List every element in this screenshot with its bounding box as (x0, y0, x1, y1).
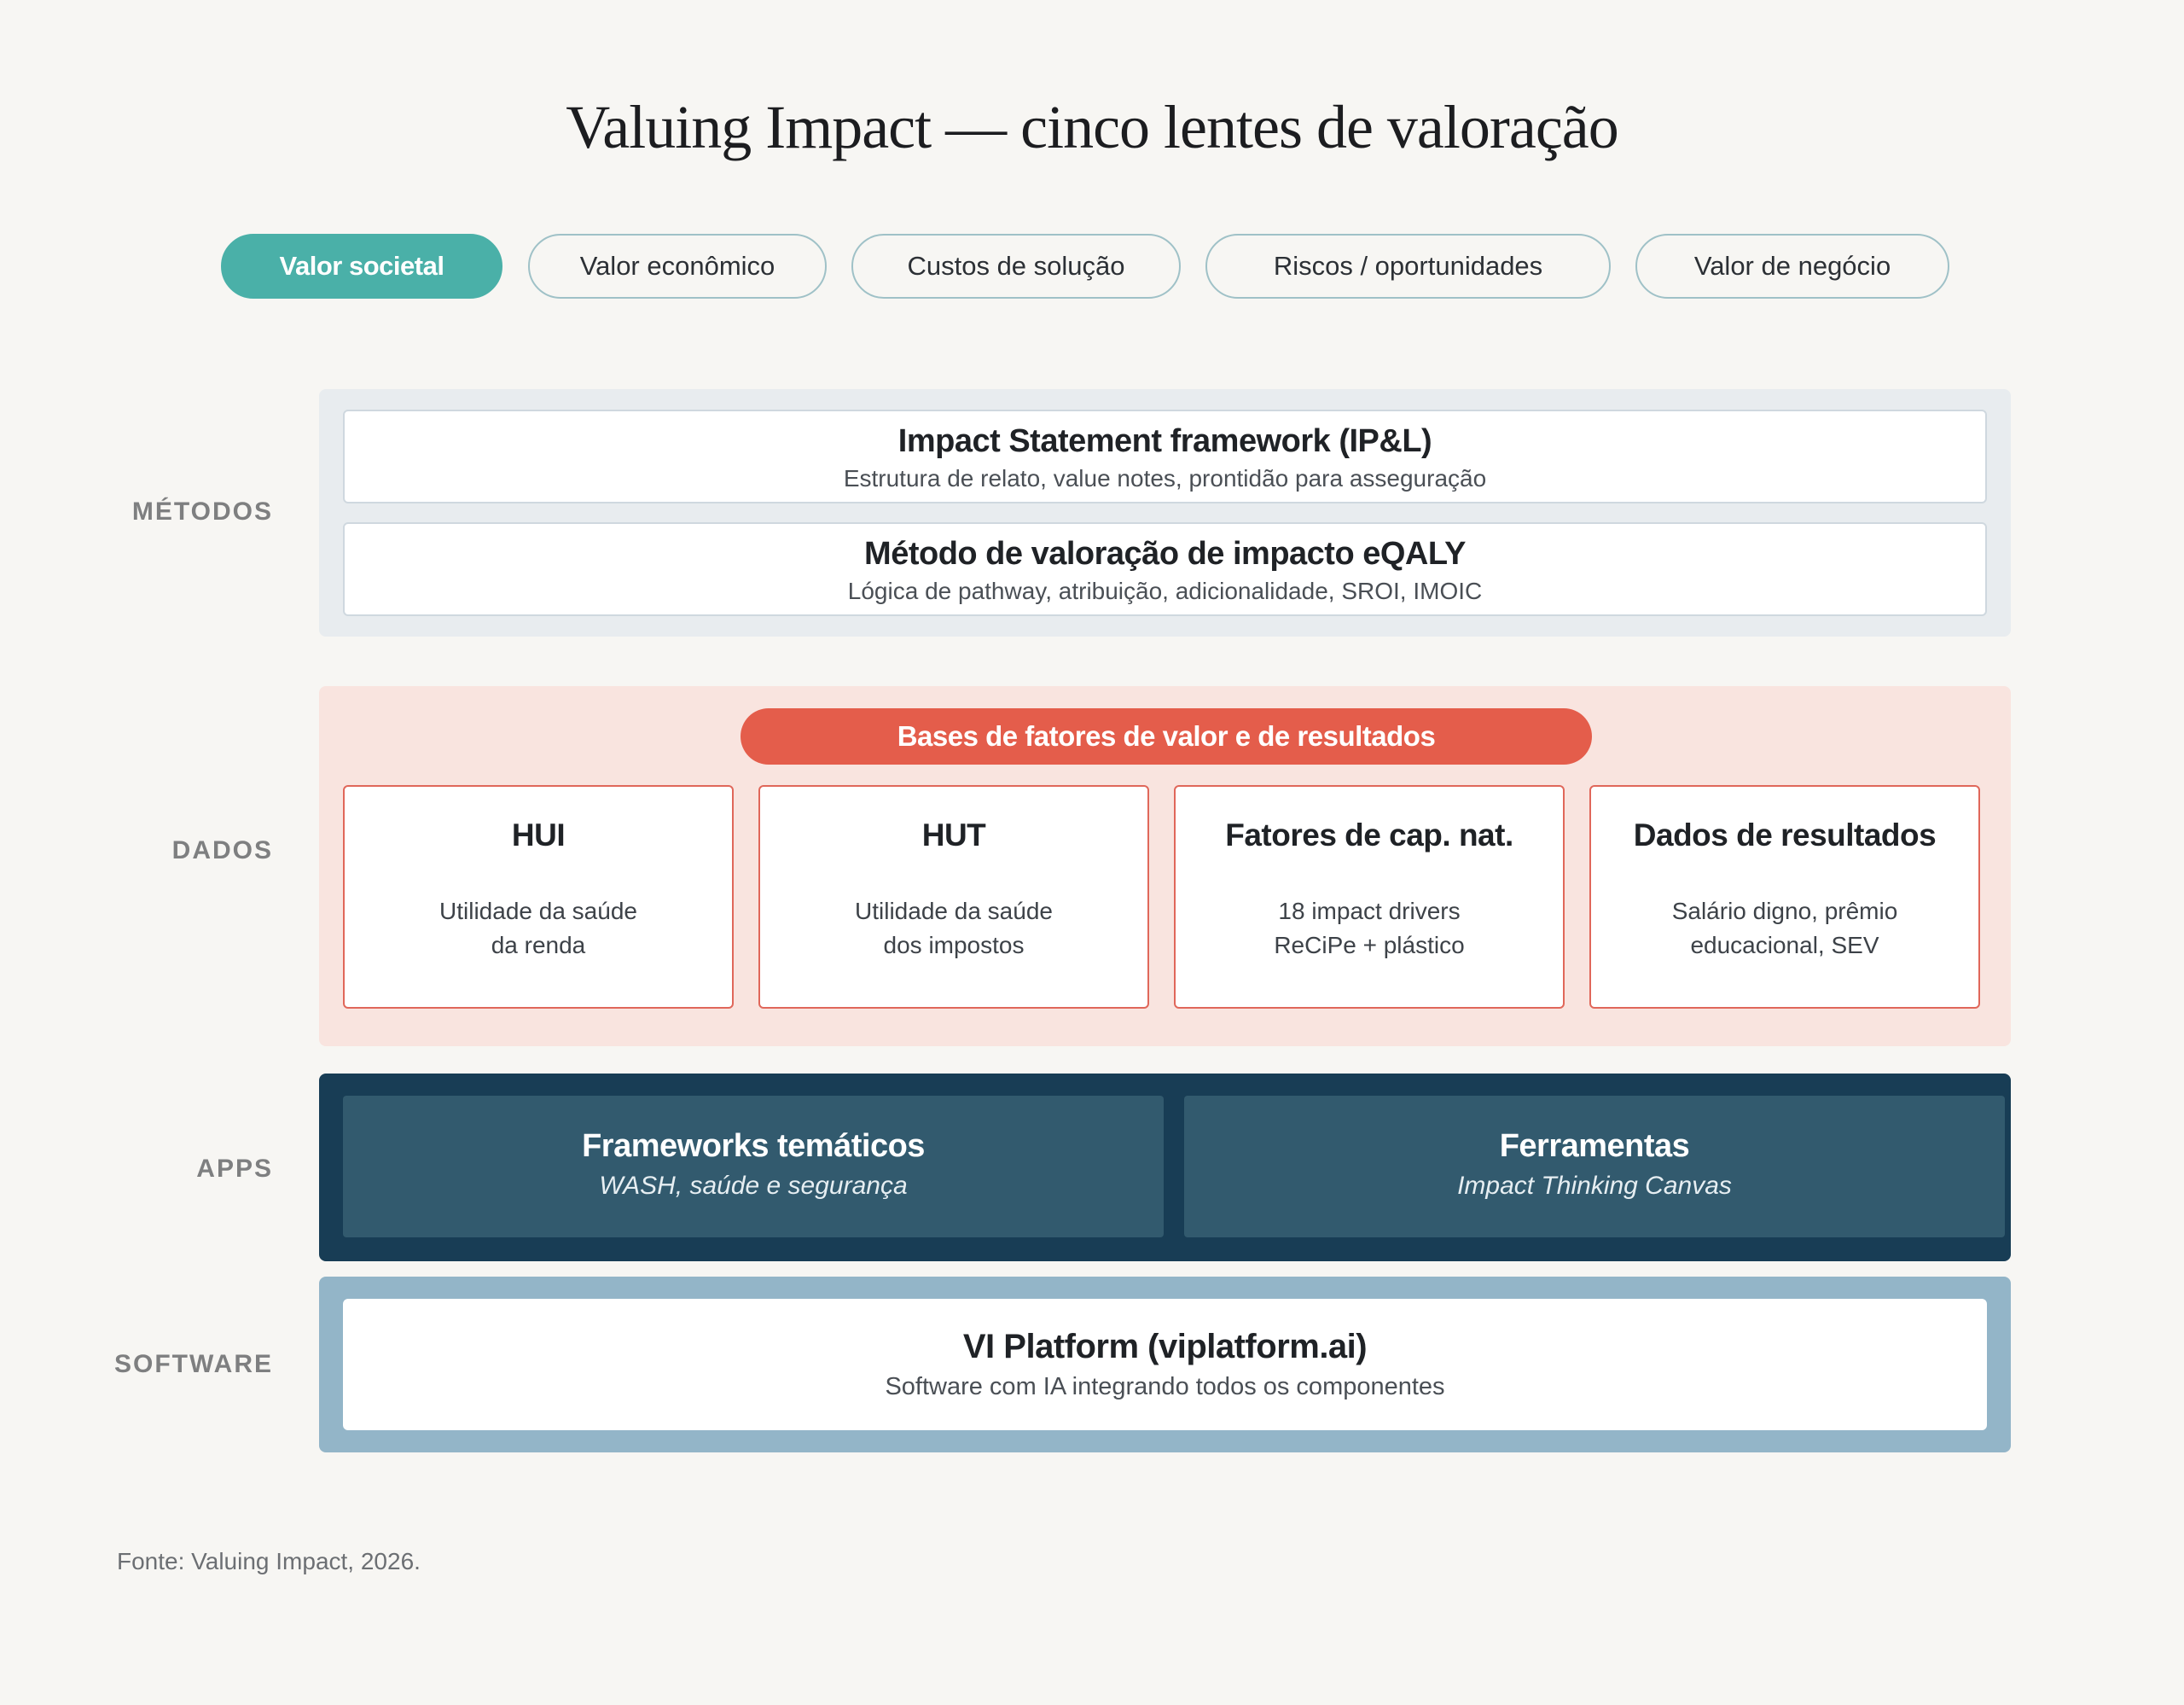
data-card-resultados: Dados de resultados Salário digno, prêmi… (1589, 785, 1980, 1009)
layer-label-software: SOFTWARE (114, 1350, 273, 1378)
software-card-title: VI Platform (viplatform.ai) (962, 1328, 1368, 1365)
app-card-frameworks: Frameworks temáticos WASH, saúde e segur… (343, 1096, 1164, 1237)
method-card-subtitle: Lógica de pathway, atribuição, adicional… (847, 578, 1483, 604)
app-card-title: Ferramentas (1499, 1128, 1690, 1164)
data-card-description: 18 impact drivers ReCiPe + plástico (1176, 894, 1563, 963)
data-card-line: da renda (491, 932, 586, 958)
layer-software: VI Platform (viplatform.ai) Software com… (319, 1277, 2011, 1452)
data-card-line: educacional, SEV (1690, 932, 1879, 958)
method-card-title: Impact Statement framework (IP&L) (897, 423, 1432, 459)
app-card-subtitle: WASH, saúde e segurança (599, 1172, 908, 1200)
page-title: Valuing Impact — cinco lentes de valoraç… (566, 93, 1619, 161)
tab-custos-de-solucao[interactable]: Custos de solução (851, 234, 1181, 299)
data-card-title: Fatores de cap. nat. (1225, 818, 1513, 852)
app-card-ferramentas: Ferramentas Impact Thinking Canvas (1184, 1096, 2005, 1237)
data-card-line: Salário digno, prêmio (1671, 898, 1898, 924)
app-card-subtitle: Impact Thinking Canvas (1457, 1172, 1732, 1200)
data-card-cap-nat: Fatores de cap. nat. 18 impact drivers R… (1174, 785, 1565, 1009)
method-card-subtitle: Estrutura de relato, value notes, pronti… (843, 465, 1487, 492)
data-card-line: Utilidade da saúde (855, 898, 1053, 924)
lens-tabs: Valor societal Valor econômico Custos de… (0, 234, 2184, 302)
source-note: Fonte: Valuing Impact, 2026. (117, 1548, 421, 1574)
layer-label-apps: APPS (196, 1155, 273, 1183)
layer-label-metodos: MÉTODOS (131, 498, 273, 526)
method-card-ipl: Impact Statement framework (IP&L) Estrut… (343, 410, 1987, 503)
software-card-vi-platform: VI Platform (viplatform.ai) Software com… (343, 1299, 1987, 1430)
data-card-title: HUT (921, 818, 986, 852)
dados-banner: Bases de fatores de valor e de resultado… (741, 708, 1592, 765)
software-card-subtitle: Software com IA integrando todos os comp… (885, 1373, 1445, 1400)
data-card-hut: HUT Utilidade da saúde dos impostos (758, 785, 1149, 1009)
method-card-eqaly: Método de valoração de impacto eQALY Lóg… (343, 522, 1987, 616)
data-card-title: Dados de resultados (1633, 818, 1937, 852)
data-card-description: Utilidade da saúde dos impostos (760, 894, 1147, 963)
data-card-line: Utilidade da saúde (439, 898, 637, 924)
layer-label-dados: DADOS (171, 836, 273, 864)
layer-dados: Bases de fatores de valor e de resultado… (319, 686, 2011, 1046)
data-card-line: 18 impact drivers (1278, 898, 1461, 924)
data-card-description: Utilidade da saúde da renda (345, 894, 732, 963)
data-card-line: dos impostos (883, 932, 1025, 958)
data-card-hui: HUI Utilidade da saúde da renda (343, 785, 734, 1009)
layer-apps: Frameworks temáticos WASH, saúde e segur… (319, 1074, 2011, 1261)
layer-metodos: Impact Statement framework (IP&L) Estrut… (319, 389, 2011, 637)
method-card-title: Método de valoração de impacto eQALY (864, 536, 1466, 572)
data-card-title: HUI (511, 818, 566, 852)
tab-valor-de-negocio[interactable]: Valor de negócio (1635, 234, 1949, 299)
tab-valor-societal[interactable]: Valor societal (221, 234, 502, 299)
tab-valor-economico[interactable]: Valor econômico (528, 234, 827, 299)
data-card-description: Salário digno, prêmio educacional, SEV (1591, 894, 1978, 963)
app-card-title: Frameworks temáticos (582, 1128, 925, 1164)
tab-riscos-oportunidades[interactable]: Riscos / oportunidades (1205, 234, 1611, 299)
data-card-line: ReCiPe + plástico (1274, 932, 1465, 958)
